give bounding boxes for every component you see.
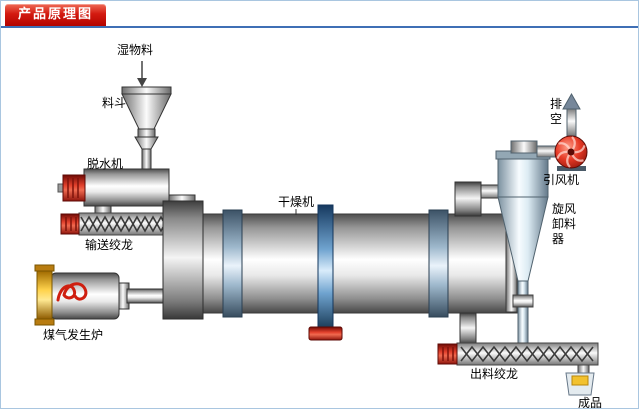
riding-ring-right (428, 209, 449, 318)
exhaust-arrow-up-icon (562, 92, 581, 110)
dewatering-machine (57, 168, 170, 215)
drum-feed-head (162, 200, 204, 320)
discharge-screw-conveyor (437, 342, 599, 374)
label-product: 成品 (578, 396, 603, 409)
feed-arrow-down-icon (137, 61, 147, 87)
product-chute (577, 364, 590, 374)
label-dryer: 干燥机 (278, 195, 315, 209)
page-title: 产品原理图 (18, 7, 94, 22)
center-support-post (308, 204, 343, 341)
hopper (121, 86, 172, 170)
gas-furnace (34, 264, 166, 326)
label-gas-furnace: 煤气发生炉 (43, 328, 104, 342)
label-fan: 引风机 (543, 173, 580, 187)
page-title-tab: 产品原理图 (5, 4, 107, 26)
label-exhaust: 排空 (550, 97, 563, 126)
exhaust-pipe (562, 92, 581, 137)
label-feed-screw: 输送绞龙 (85, 238, 134, 252)
riding-ring-left (222, 209, 243, 318)
header-bar: 产品原理图 (1, 1, 638, 28)
discharge-chute (459, 312, 477, 345)
label-dewaterer: 脱水机 (87, 157, 124, 171)
label-cyclone: 旋风卸料器 (552, 202, 577, 246)
label-wet-material: 湿物料 (117, 43, 154, 57)
feed-screw-conveyor (60, 212, 170, 236)
label-hopper: 料斗 (102, 96, 127, 110)
product-bin (565, 372, 595, 396)
label-discharge-screw: 出料绞龙 (470, 367, 519, 381)
flame-icon (56, 282, 88, 302)
rotary-dryer-drum (162, 194, 518, 320)
cyclone-valve (512, 294, 534, 308)
drum-outlet-hood (454, 181, 500, 217)
induced-draft-fan (536, 135, 588, 171)
